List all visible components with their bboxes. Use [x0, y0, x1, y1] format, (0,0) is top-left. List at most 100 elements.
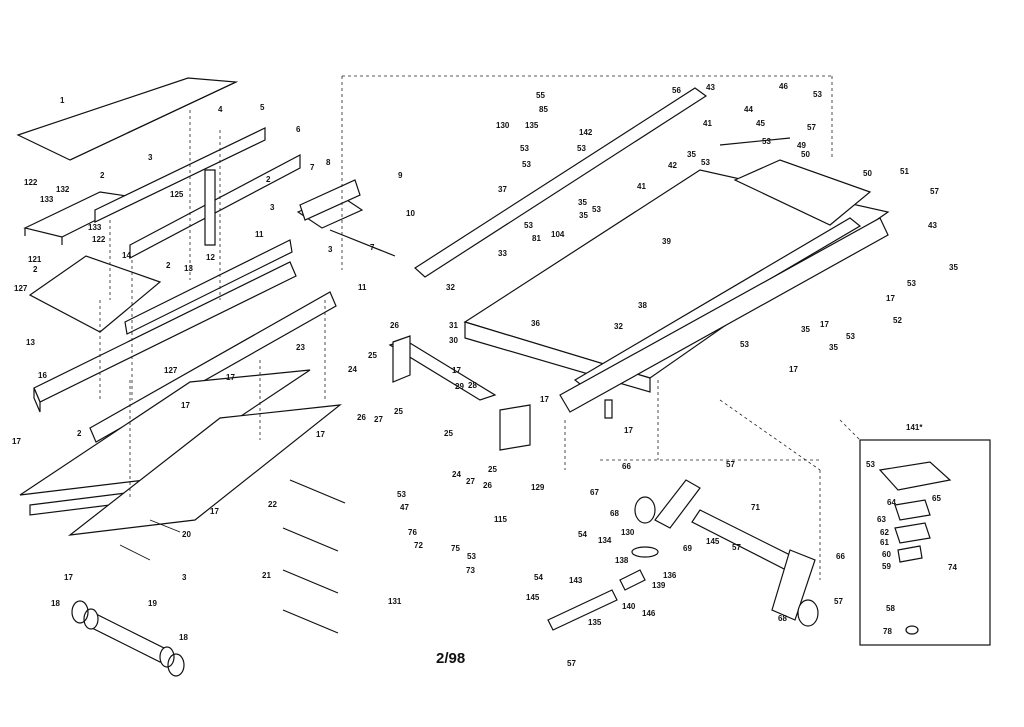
part-callout-53: 53 — [813, 90, 822, 99]
part-callout-47: 47 — [400, 503, 409, 512]
part-callout-54: 54 — [578, 530, 587, 539]
axle-shaft-part — [547, 546, 659, 631]
part-callout-115: 115 — [494, 515, 507, 524]
part-callout-66: 66 — [622, 462, 631, 471]
motor-plate-part — [28, 255, 162, 333]
part-callout-25: 25 — [488, 465, 497, 474]
part-callout-36: 36 — [531, 319, 540, 328]
part-callout-1: 1 — [60, 96, 65, 105]
part-callout-26: 26 — [483, 481, 492, 490]
part-callout-25: 25 — [394, 407, 403, 416]
side-frame-rail-part — [33, 239, 337, 443]
part-callout-51: 51 — [900, 167, 909, 176]
upright-rail-part — [94, 127, 301, 259]
part-callout-136: 136 — [663, 571, 677, 580]
part-callout-25: 25 — [368, 351, 377, 360]
part-callout-17: 17 — [316, 430, 325, 439]
part-callout-81: 81 — [532, 234, 541, 243]
part-callout-11: 11 — [358, 283, 367, 292]
part-callout-3: 3 — [328, 245, 333, 254]
part-callout-17: 17 — [210, 507, 219, 516]
part-callout-13: 13 — [184, 264, 193, 273]
part-callout-57: 57 — [567, 659, 576, 668]
mounting-bracket-part — [296, 179, 396, 257]
part-callout-78: 78 — [883, 627, 892, 636]
part-callout-140: 140 — [622, 602, 636, 611]
part-callout-145: 145 — [706, 537, 720, 546]
part-callout-49: 49 — [797, 141, 806, 150]
part-callout-17: 17 — [624, 426, 633, 435]
part-callout-53: 53 — [520, 144, 529, 153]
part-callout-145: 145 — [526, 593, 540, 602]
inset-label: 141* — [906, 423, 923, 432]
part-callout-10: 10 — [406, 209, 415, 218]
part-callout-68: 68 — [610, 509, 619, 518]
part-callout-27: 27 — [374, 415, 383, 424]
assembly-guide-lines — [99, 75, 861, 580]
part-callout-125: 125 — [170, 190, 184, 199]
part-callout-26: 26 — [357, 413, 366, 422]
part-callout-53: 53 — [762, 137, 771, 146]
part-callout-46: 46 — [779, 82, 788, 91]
lower-frame-part — [19, 369, 342, 536]
part-callout-11: 11 — [255, 230, 264, 239]
part-callout-14: 14 — [122, 251, 131, 260]
part-callout-17: 17 — [64, 573, 73, 582]
side-rail-left-part — [414, 87, 862, 389]
part-callout-135: 135 — [525, 121, 539, 130]
part-callout-23: 23 — [296, 343, 305, 352]
part-callout-50: 50 — [801, 150, 810, 159]
part-callout-69: 69 — [683, 544, 692, 553]
part-callout-53: 53 — [866, 460, 875, 469]
part-callout-7: 7 — [370, 243, 375, 252]
part-callout-133: 133 — [88, 223, 102, 232]
part-callout-2: 2 — [266, 175, 271, 184]
crank-arm-part — [634, 479, 819, 627]
part-callout-41: 41 — [703, 119, 712, 128]
part-callout-17: 17 — [181, 401, 190, 410]
part-callout-122: 122 — [92, 235, 106, 244]
part-callout-60: 60 — [882, 550, 891, 559]
frame-base-part — [559, 217, 889, 419]
part-callout-43: 43 — [706, 83, 715, 92]
part-callout-38: 38 — [638, 301, 647, 310]
part-callout-85: 85 — [539, 105, 548, 114]
part-callout-129: 129 — [531, 483, 545, 492]
part-callout-71: 71 — [751, 503, 760, 512]
part-callout-45: 45 — [756, 119, 765, 128]
part-callout-35: 35 — [829, 343, 838, 352]
part-callout-16: 16 — [38, 371, 47, 380]
part-callout-142: 142 — [579, 128, 593, 137]
motor-hood-part — [16, 77, 239, 161]
part-callout-64: 64 — [887, 498, 896, 507]
part-callout-55: 55 — [536, 91, 545, 100]
part-callout-65: 65 — [932, 494, 941, 503]
part-callout-59: 59 — [882, 562, 891, 571]
part-callout-8: 8 — [326, 158, 331, 167]
part-callout-6: 6 — [296, 125, 301, 134]
part-callout-13: 13 — [26, 338, 35, 347]
part-callout-122: 122 — [24, 178, 38, 187]
part-callout-17: 17 — [886, 294, 895, 303]
part-callout-131: 131 — [388, 597, 402, 606]
part-callout-57: 57 — [930, 187, 939, 196]
part-callout-67: 67 — [590, 488, 599, 497]
front-roller-part — [719, 137, 872, 226]
part-callout-74: 74 — [948, 563, 957, 572]
part-callout-134: 134 — [598, 536, 612, 545]
part-callout-18: 18 — [51, 599, 60, 608]
part-callout-22: 22 — [268, 500, 277, 509]
part-callout-19: 19 — [148, 599, 157, 608]
part-callout-138: 138 — [615, 556, 629, 565]
part-callout-26: 26 — [390, 321, 399, 330]
part-callout-4: 4 — [218, 105, 223, 114]
part-callout-66: 66 — [836, 552, 845, 561]
part-callout-72: 72 — [414, 541, 423, 550]
part-callout-41: 41 — [637, 182, 646, 191]
date-code: 2/98 — [436, 650, 465, 667]
part-callout-25: 25 — [444, 429, 453, 438]
part-callout-53: 53 — [522, 160, 531, 169]
part-callout-53: 53 — [846, 332, 855, 341]
